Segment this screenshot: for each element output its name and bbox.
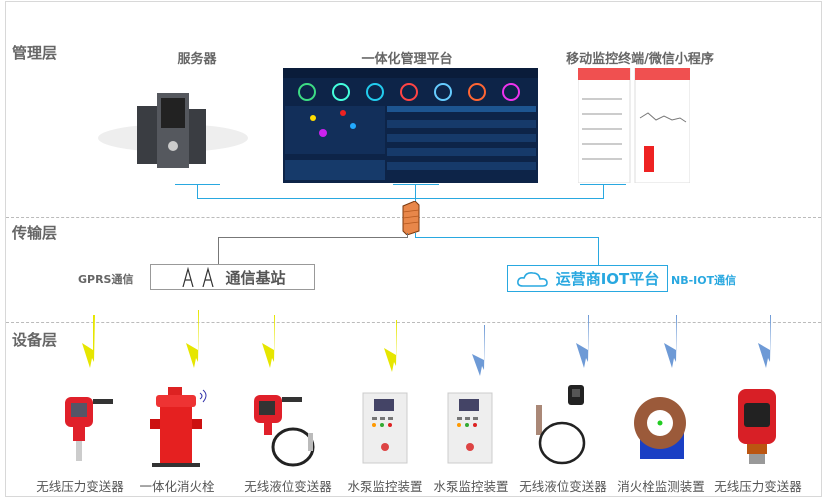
layer-device-label: 设备层 xyxy=(12,331,58,349)
platform-dashboard-screenshot xyxy=(283,68,538,183)
device-label: 水泵监控装置 xyxy=(433,479,509,494)
gprs-link-line xyxy=(218,237,408,238)
platform-title: 一体化管理平台 xyxy=(361,52,453,67)
mobile-title: 移动监控终端/微信小程序 xyxy=(566,52,714,67)
link-line xyxy=(197,198,604,199)
base-station-label: 通信基站 xyxy=(225,268,286,287)
nbiot-signal-bolt xyxy=(576,315,589,368)
device-label: 一体化消火栓 xyxy=(139,479,215,494)
antenna-tower-icon xyxy=(182,267,215,287)
link-line xyxy=(393,184,439,185)
gprs-link-line xyxy=(407,233,408,237)
device-label: 无线液位变送器 xyxy=(519,479,607,494)
nbiot-signal-bolt xyxy=(472,325,485,376)
layer-transport-label: 传输层 xyxy=(12,224,58,242)
device-label: 无线液位变送器 xyxy=(244,479,332,494)
nbiot-label: NB-IOT通信 xyxy=(671,274,737,287)
pressure-transmitter-image xyxy=(738,389,776,464)
link-line xyxy=(197,184,198,198)
gprs-signal-bolt xyxy=(186,310,199,368)
gprs-signal-bolt xyxy=(82,315,95,368)
liquid-level-transmitter-image xyxy=(536,385,586,465)
device-label: 无线压力变送器 xyxy=(714,479,802,494)
server-title: 服务器 xyxy=(177,52,217,67)
liquid-level-transmitter-image xyxy=(254,395,315,467)
hydrant-monitor-image xyxy=(634,397,686,459)
diagram-frame xyxy=(5,1,822,497)
wireless-icon xyxy=(199,389,207,403)
gprs-signal-bolt xyxy=(262,315,275,368)
nbiot-link-line xyxy=(415,233,416,238)
pump-controller-image xyxy=(362,392,408,464)
pressure-transmitter-image xyxy=(65,397,113,461)
link-line xyxy=(415,184,416,204)
gprs-label: GPRS通信 xyxy=(78,273,134,286)
layer-divider xyxy=(6,322,821,323)
device-label: 水泵监控装置 xyxy=(347,479,423,494)
link-line xyxy=(603,184,604,198)
nbiot-link-line xyxy=(598,237,599,265)
gprs-link-line xyxy=(218,237,219,264)
nbiot-signal-bolt xyxy=(758,315,771,368)
base-station-box: 通信基站 xyxy=(150,264,315,290)
nbiot-link-line xyxy=(415,237,598,238)
pump-controller-image xyxy=(447,392,493,464)
nbiot-signal-bolt xyxy=(664,315,677,368)
gprs-signal-bolt xyxy=(384,320,397,372)
cloud-icon xyxy=(516,271,548,287)
iot-platform-label: 运营商IOT平台 xyxy=(555,270,660,288)
device-label: 无线压力变送器 xyxy=(36,479,124,494)
layer-management-label: 管理层 xyxy=(12,44,58,62)
server-image xyxy=(98,93,248,168)
mobile-app-screenshot xyxy=(578,68,690,183)
iot-platform-box: 运营商IOT平台 xyxy=(507,265,668,292)
fire-hydrant-image xyxy=(150,387,207,467)
signal-bolts xyxy=(82,310,771,376)
device-label: 消火栓监测装置 xyxy=(617,479,705,494)
firewall-icon xyxy=(402,201,420,235)
